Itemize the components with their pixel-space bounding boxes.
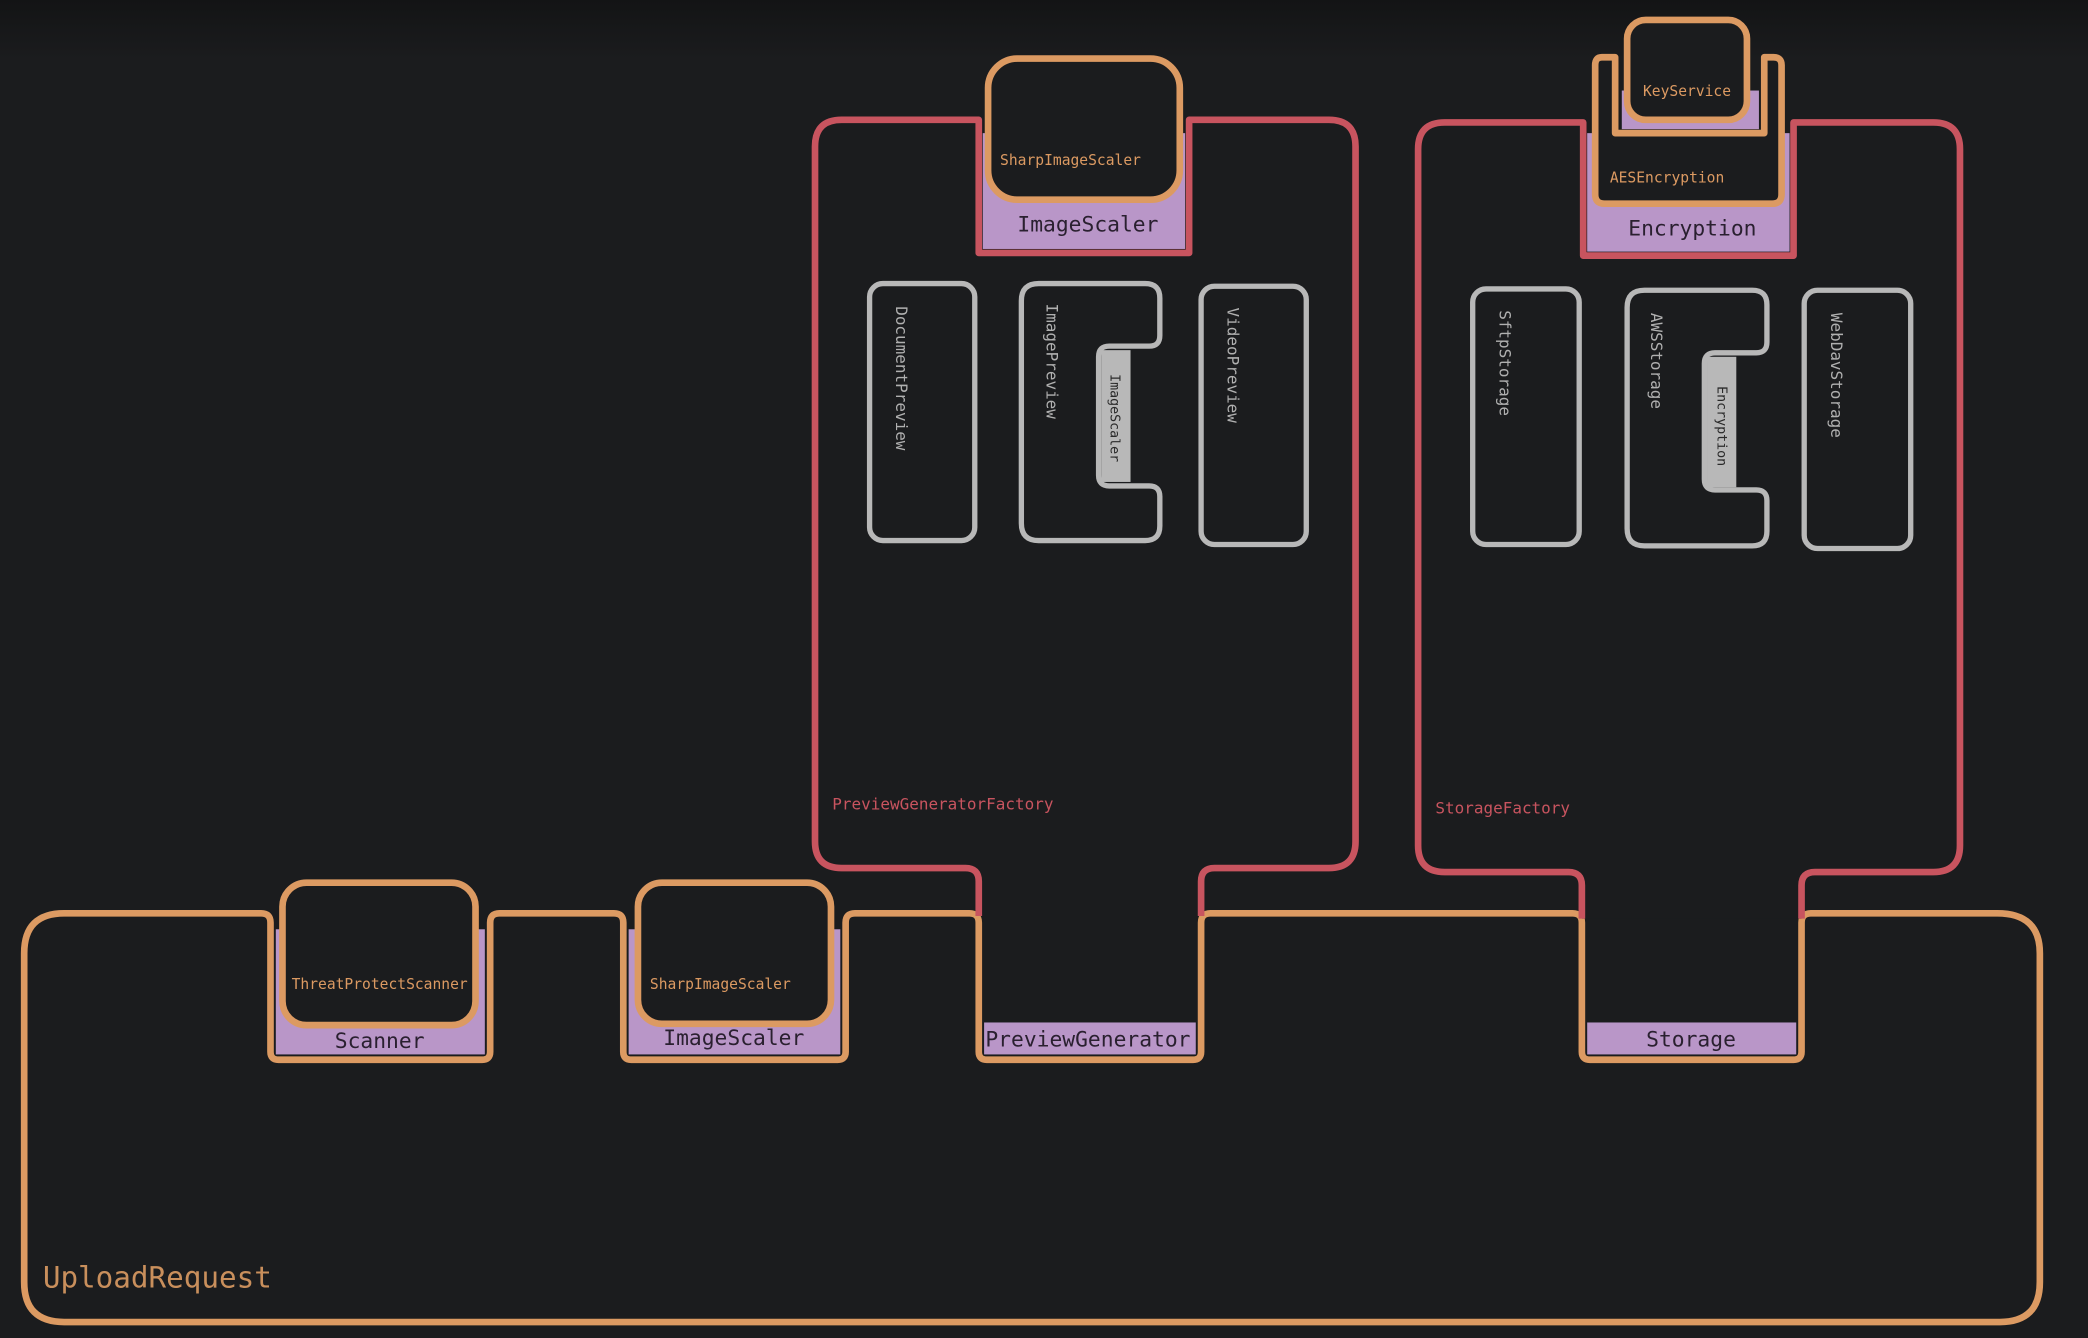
image-scaler-label: ImageScaler [663,1026,804,1051]
factory-image-scaler-label: ImageScaler [1017,213,1158,238]
scanner-label: Scanner [335,1029,425,1054]
aes-encryption-component[interactable] [1591,53,1785,208]
document-preview-label: DocumentPreview [892,306,911,451]
sftp-storage[interactable] [1470,286,1582,548]
aws-storage[interactable] [1624,287,1770,549]
upload-request-label: UploadRequest [43,1260,272,1294]
video-preview[interactable] [1198,283,1309,548]
image-preview-scaler-label: ImageScaler [1107,374,1122,462]
image-preview-scaler-socket [1101,350,1131,482]
preview-generator-socket [984,1022,1196,1055]
storage-factory-label: StorageFactory [1435,798,1570,817]
aes-encryption-label: AESEncryption [1610,169,1724,186]
encryption-label: Encryption [1628,217,1756,242]
preview-generator-factory[interactable]: SharpImageScaler ImageScaler PreviewGene… [811,55,1359,916]
upload-request-block[interactable]: ThreatProtectScanner SharpImageScaler Sc… [20,879,2044,1326]
threat-protect-scanner-label: ThreatProtectScanner [292,976,468,993]
preview-generator-factory-label: PreviewGeneratorFactory [832,794,1053,813]
sharp-image-scaler-label: SharpImageScaler [650,976,791,993]
image-preview[interactable] [1018,280,1163,544]
sharp-image-scaler-component[interactable] [634,879,835,1028]
sftp-storage-label: SftpStorage [1495,310,1514,416]
aws-storage-label: AWSStorage [1647,313,1666,409]
key-service-component[interactable] [1623,16,1751,124]
factory-sharp-image-scaler-label: SharpImageScaler [1000,152,1141,169]
webdav-storage[interactable] [1801,287,1914,552]
document-preview[interactable] [866,280,978,544]
aws-storage-encryption-label: Encryption [1714,386,1729,466]
factory-sharp-image-scaler[interactable] [984,55,1184,204]
storage-factory[interactable]: KeyService AESEncryption Encryption Stor… [1414,16,1964,919]
aws-storage-encryption-socket [1707,356,1737,488]
threat-protect-scanner-component[interactable] [279,879,479,1029]
image-preview-label: ImagePreview [1043,304,1062,420]
storage-label: Storage [1646,1027,1736,1052]
video-preview-label: VideoPreview [1224,308,1243,424]
storage-socket [1587,1022,1797,1055]
key-service-label: KeyService [1643,83,1731,100]
preview-generator-label: PreviewGenerator [985,1027,1190,1052]
webdav-storage-label: WebDavStorage [1827,313,1846,438]
